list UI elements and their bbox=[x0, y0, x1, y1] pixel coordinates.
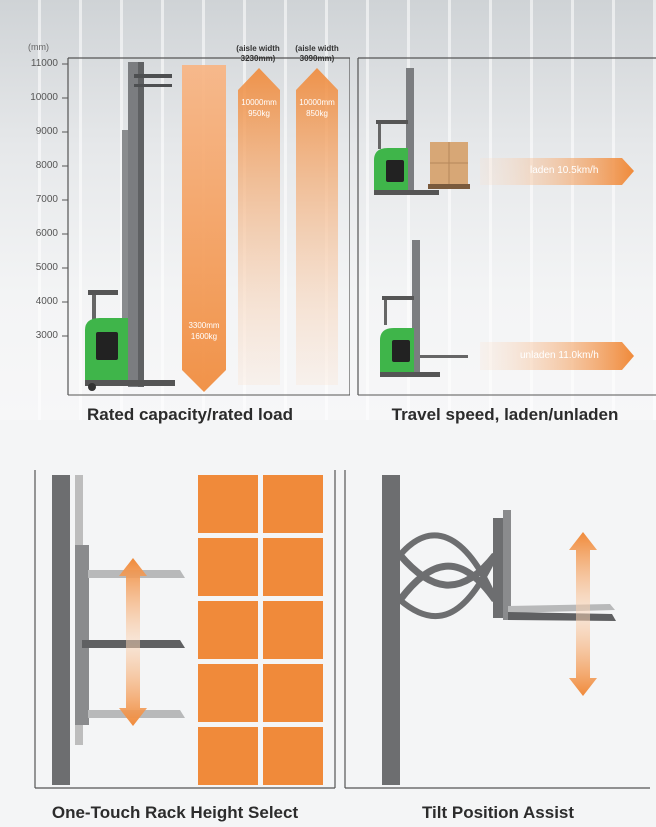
fork-tilted-up bbox=[508, 604, 615, 613]
aisle-line2: 3090mm) bbox=[299, 54, 335, 63]
aisle-line2: 3230mm) bbox=[240, 54, 276, 63]
rack-panel: One-Touch Rack Height Select bbox=[0, 440, 340, 827]
tick-label: 8000 bbox=[35, 160, 58, 171]
unladen-speed-arrow bbox=[480, 342, 634, 370]
reach-truck-laden bbox=[374, 68, 470, 195]
mast bbox=[382, 475, 400, 785]
capacity-arrow-high bbox=[296, 68, 338, 385]
tilt-caption: Tilt Position Assist bbox=[421, 803, 575, 822]
aisle-line1: (aisle width bbox=[295, 44, 339, 53]
aisle-width-label: (aisle width 3230mm) bbox=[228, 44, 288, 64]
tick-label: 10000 bbox=[30, 92, 58, 103]
laden-speed-arrow bbox=[480, 158, 634, 185]
reach-truck-unladen bbox=[380, 240, 468, 377]
tilt-assist-arrow bbox=[569, 532, 597, 696]
capacity-arrow-low bbox=[182, 65, 226, 392]
arrow-high-height: 10000mm bbox=[299, 98, 335, 107]
arrow-mid-load: 950kg bbox=[248, 109, 270, 118]
tick-label: 3000 bbox=[35, 330, 58, 341]
laden-speed-label: laden 10.5km/h bbox=[530, 165, 599, 176]
aisle-line1: (aisle width bbox=[236, 44, 280, 53]
height-select-arrow bbox=[119, 558, 147, 726]
unladen-speed-label: unladen 11.0km/h bbox=[520, 350, 599, 361]
axis-unit: (mm) bbox=[28, 42, 49, 52]
arrow-high-label: 10000mm 850kg bbox=[294, 97, 340, 119]
rack-graphic bbox=[34, 470, 336, 789]
rack-caption: One-Touch Rack Height Select bbox=[51, 803, 299, 822]
capacity-arrow-mid bbox=[238, 68, 280, 385]
aisle-width-label: (aisle width 3090mm) bbox=[287, 44, 347, 64]
arrow-high-load: 850kg bbox=[306, 109, 328, 118]
pantograph bbox=[397, 532, 498, 620]
speed-panel: laden 10.5km/h unladen 11.0km/h Travel s… bbox=[350, 0, 656, 440]
tick-label: 6000 bbox=[35, 228, 58, 239]
rack-boxes bbox=[198, 475, 323, 785]
capacity-caption: Rated capacity/rated load bbox=[87, 405, 293, 424]
tick-label: 4000 bbox=[35, 296, 58, 307]
speed-graphic bbox=[357, 57, 656, 396]
arrow-mid-label: 10000mm 950kg bbox=[236, 97, 282, 119]
tick-label: 11000 bbox=[30, 58, 58, 69]
reach-truck-tall bbox=[85, 62, 175, 391]
mast bbox=[52, 475, 70, 785]
arrow-mid-height: 10000mm bbox=[241, 98, 277, 107]
tick-label: 5000 bbox=[35, 262, 58, 273]
tilt-panel: Tilt Position Assist bbox=[340, 440, 656, 827]
capacity-graphic bbox=[62, 57, 350, 396]
speed-caption: Travel speed, laden/unladen bbox=[391, 405, 619, 424]
arrow-low-load: 1600kg bbox=[190, 332, 218, 341]
tilt-graphic bbox=[344, 470, 650, 789]
capacity-panel: (mm) 11000 10000 9000 8000 7000 6000 500… bbox=[0, 0, 350, 440]
tick-label: 9000 bbox=[35, 126, 58, 137]
tick-label: 7000 bbox=[35, 194, 58, 205]
arrow-low-label: 3300mm 1600kg bbox=[182, 320, 226, 342]
arrow-low-height: 3300mm bbox=[188, 321, 220, 330]
fork-level bbox=[508, 612, 616, 621]
